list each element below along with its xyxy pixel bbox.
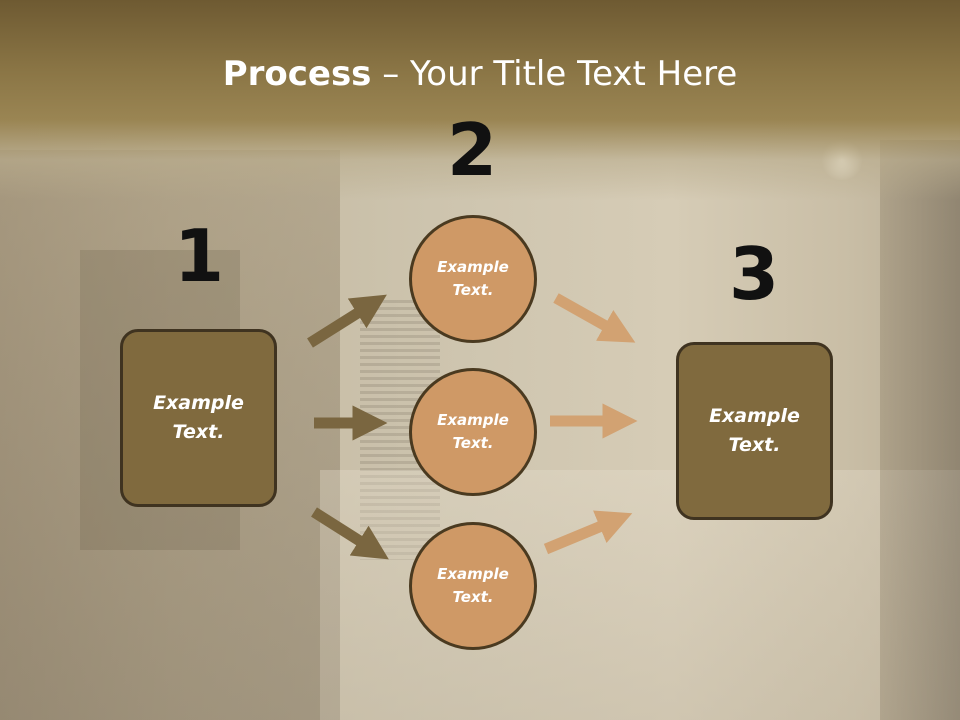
step-number-1: 1 [173, 214, 225, 298]
step-number-3: 3 [728, 232, 780, 316]
step-3-box[interactable]: Example Text. [676, 342, 833, 520]
title-band [0, 0, 960, 200]
step-number-2: 2 [446, 108, 498, 192]
step-1-box[interactable]: Example Text. [120, 329, 277, 507]
arrow-from-circle-1 [553, 293, 636, 343]
step-2-circle-1[interactable]: Example Text. [409, 215, 537, 343]
arrow-to-circle-3 [311, 507, 389, 560]
title-rest-part: – Your Title Text Here [371, 54, 738, 94]
step-2-circle-3[interactable]: Example Text. [409, 522, 537, 650]
step-2-circle-2[interactable]: Example Text. [409, 368, 537, 496]
step-1-text: Example Text. [153, 392, 244, 443]
arrow-from-circle-3 [543, 510, 633, 555]
arrow-to-circle-1 [307, 294, 387, 348]
background-wall-right [880, 140, 960, 720]
step-3-text: Example Text. [709, 405, 800, 456]
circle-2-text: Example Text. [437, 411, 509, 452]
slide-title[interactable]: Process – Your Title Text Here [0, 52, 960, 96]
title-bold-part: Process [222, 54, 372, 94]
circle-1-text: Example Text. [437, 258, 509, 299]
circle-3-text: Example Text. [437, 565, 509, 606]
